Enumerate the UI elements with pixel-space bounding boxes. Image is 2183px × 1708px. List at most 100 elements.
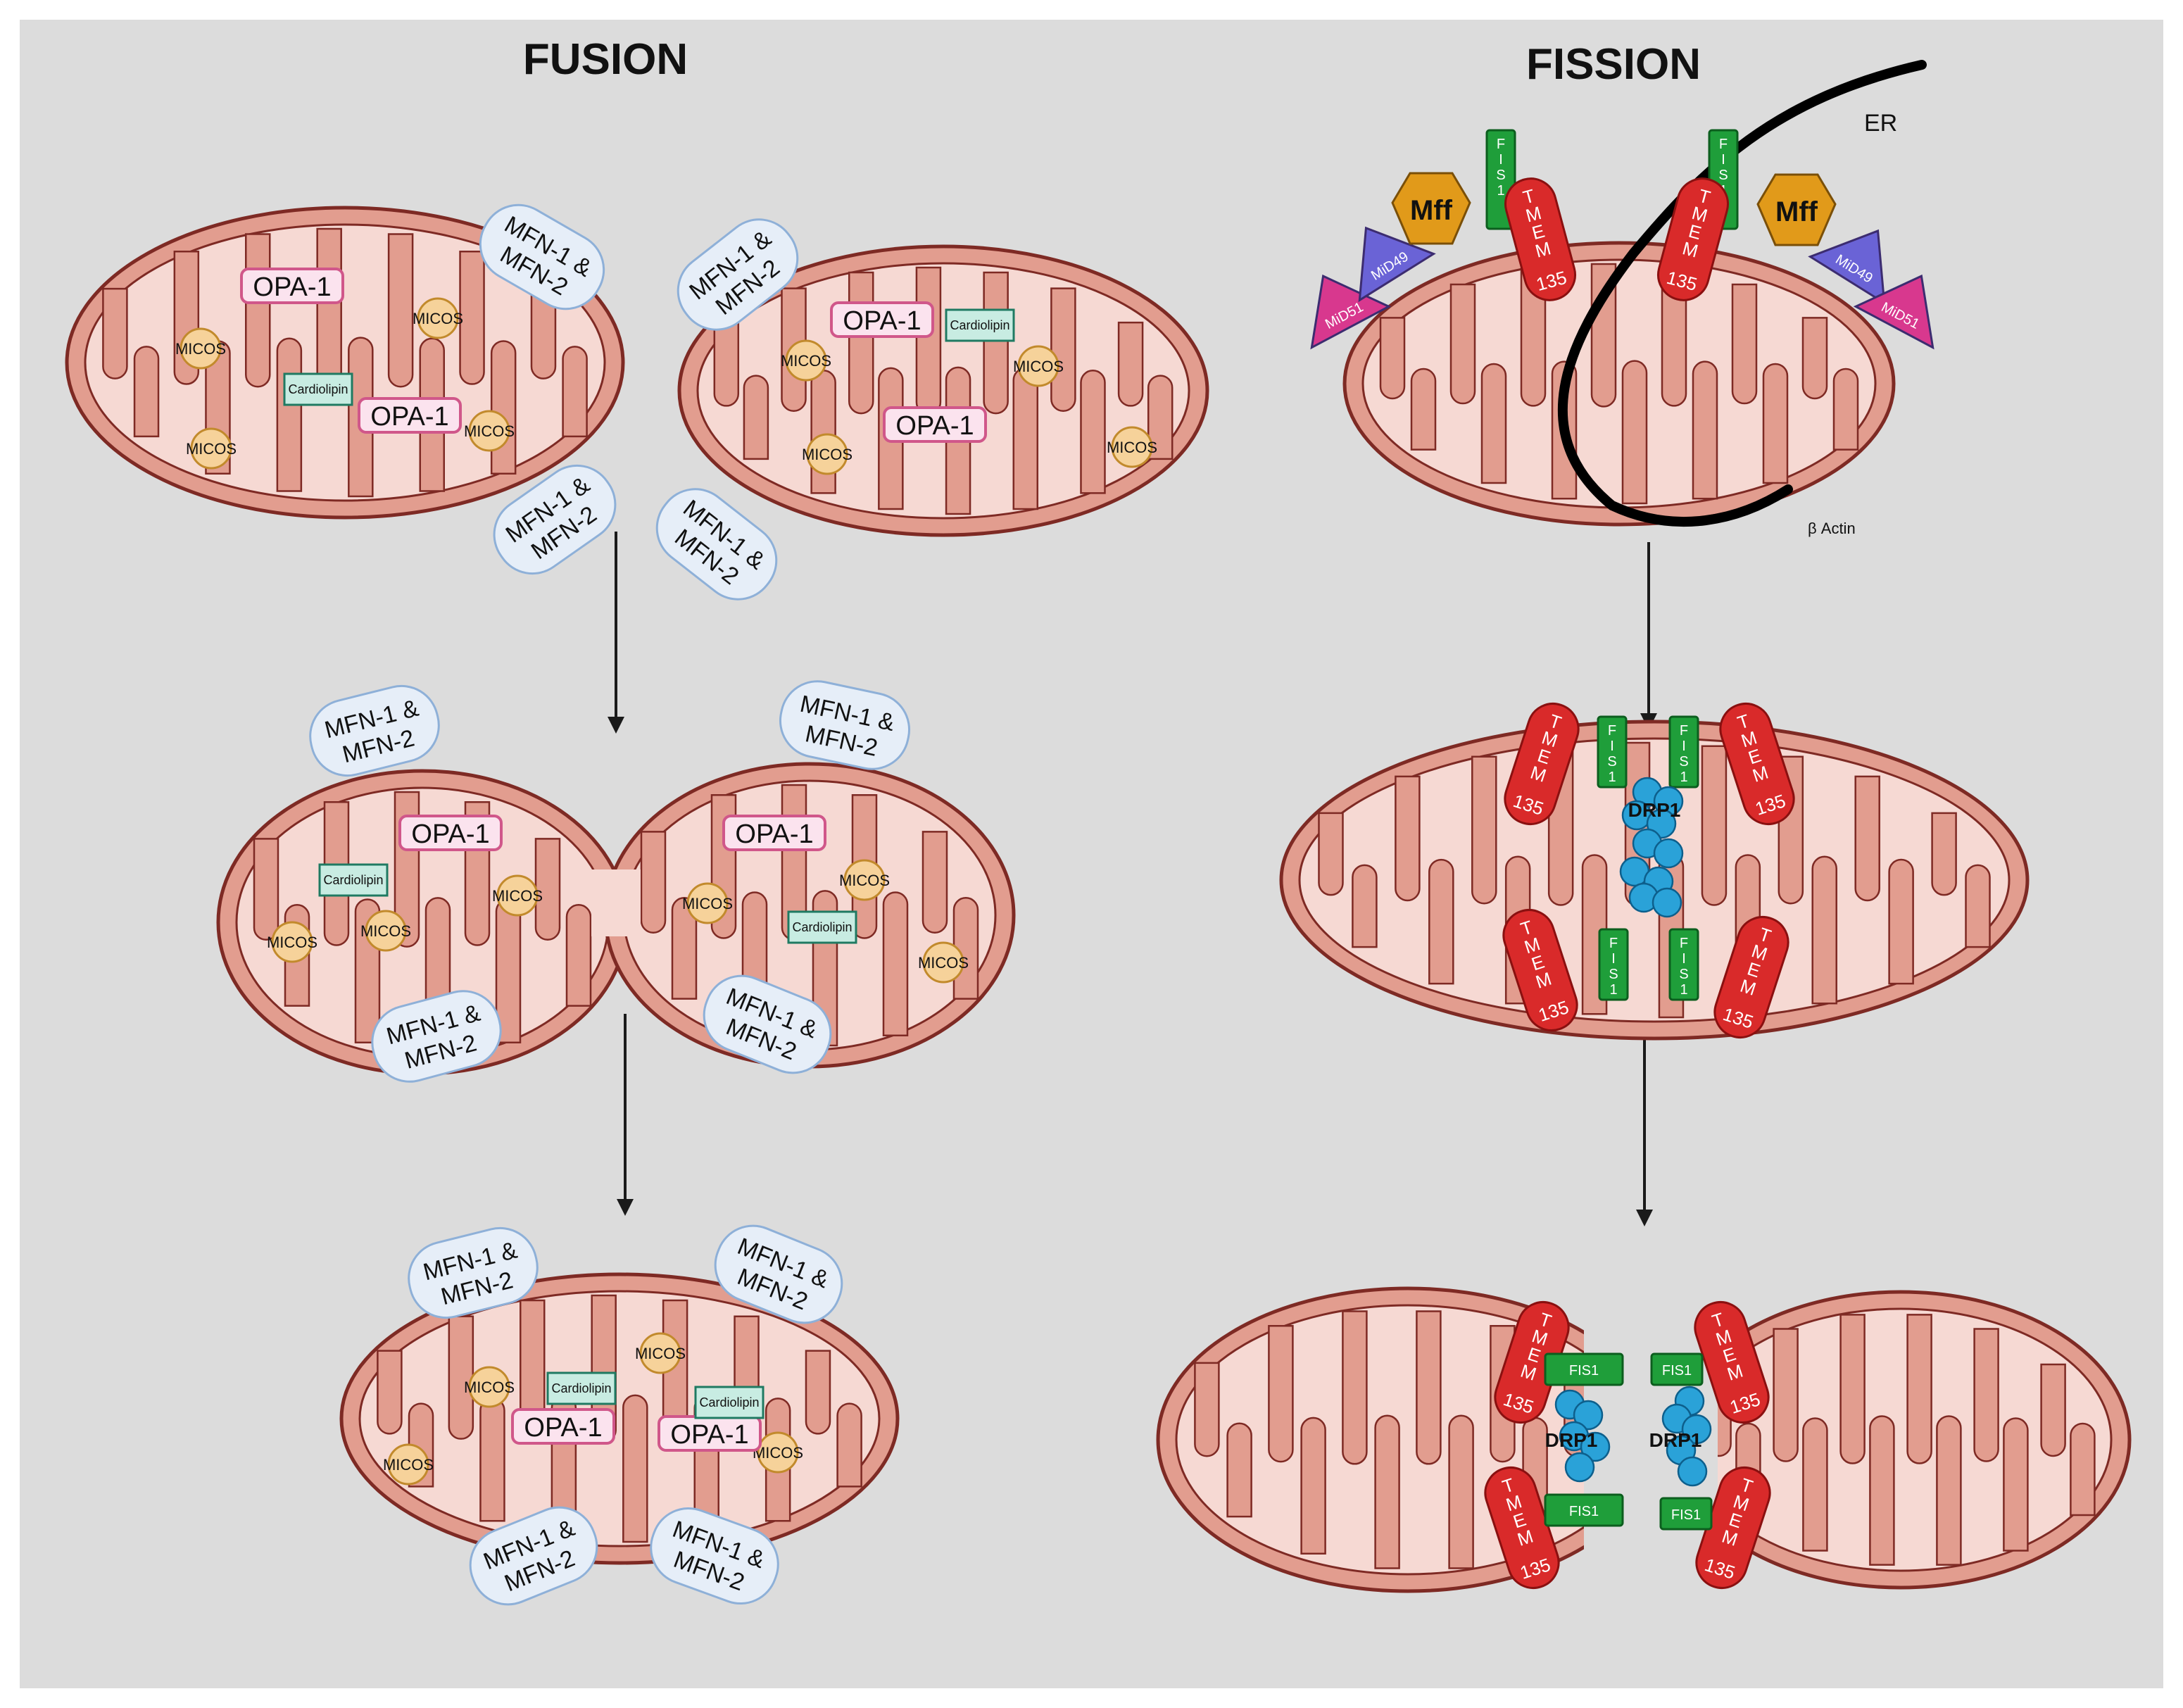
tmem-pill: [1719, 703, 1795, 825]
mff-shape: [1391, 172, 1471, 245]
crista: [1395, 775, 1421, 902]
crista: [1802, 1417, 1828, 1552]
opa1-box: OPA-1: [658, 1415, 762, 1452]
cardiolipin-label: Cardiolipin: [551, 1381, 611, 1395]
fis1-letter: 1: [1609, 982, 1617, 998]
micos-complex: MICOS: [464, 1366, 515, 1408]
micos-circle: [785, 339, 827, 382]
fis1-letter: I: [1721, 152, 1725, 168]
drp1-bead: [1564, 1452, 1595, 1483]
crista: [479, 1398, 505, 1522]
mfn-protein: MFN-1 &MFN-2: [714, 1224, 843, 1324]
micos-complex: MICOS: [267, 921, 317, 963]
fis1-letter: I: [1610, 739, 1614, 754]
mfn-protein: MFN-1 &MFN-2: [650, 1507, 779, 1605]
mfn-pill: [371, 990, 502, 1083]
crista: [2003, 1417, 2029, 1552]
fis1-letter: S: [1609, 967, 1618, 982]
crista: [1621, 360, 1648, 505]
crista: [1117, 321, 1144, 407]
crista: [713, 321, 740, 407]
opa1-label: OPA-1: [253, 272, 331, 302]
crista: [1416, 1310, 1442, 1465]
crista: [530, 287, 557, 379]
fis1-letter: I: [1611, 951, 1616, 967]
cardiolipin-label: Cardiolipin: [950, 318, 1009, 332]
cardiolipin-label: Cardiolipin: [699, 1395, 759, 1409]
micos-label: MICOS: [635, 1345, 686, 1362]
micos-circle: [271, 921, 313, 963]
crista: [1352, 864, 1378, 948]
crista: [805, 1350, 831, 1435]
crista: [2040, 1363, 2066, 1457]
micos-circle: [922, 941, 964, 984]
fis1-letter: S: [1679, 754, 1688, 770]
crista: [1448, 1414, 1474, 1569]
mfn-pill: [779, 680, 911, 770]
fis1-rect: [1659, 1497, 1713, 1531]
fis1-rect: [1597, 715, 1628, 789]
inner-membrane: [1361, 258, 1877, 509]
crista: [1471, 755, 1497, 905]
fis1-rect: [1650, 1352, 1704, 1386]
opa1-label: OPA-1: [843, 306, 921, 336]
micos-complex: MICOS: [1107, 426, 1157, 468]
cardiolipin-box: Cardiolipin: [318, 863, 389, 897]
crista: [253, 838, 279, 941]
fission-mitochondrion-top: [1342, 241, 1896, 527]
crista: [983, 271, 1009, 415]
micos-label: MICOS: [267, 934, 317, 951]
micos-circle: [843, 859, 886, 901]
fis1-rect: [1598, 928, 1629, 1001]
crista: [1318, 812, 1344, 896]
crista: [1147, 375, 1174, 460]
micos-circle: [468, 1366, 510, 1408]
fis1-protein: FIS1: [1544, 1352, 1624, 1386]
crista: [1936, 1415, 1962, 1566]
crista: [1379, 317, 1406, 400]
mfn-protein: MFN-1 &MFN-2: [655, 488, 778, 601]
micos-label: MICOS: [186, 440, 237, 458]
fis1-label: FIS1: [1671, 1507, 1701, 1523]
micos-label: MICOS: [753, 1444, 803, 1462]
fis1-letter: I: [1499, 152, 1503, 168]
crista: [1342, 1310, 1368, 1465]
crista: [1374, 1414, 1400, 1569]
drp1-bead: [1573, 1400, 1604, 1431]
micos-complex: MICOS: [802, 433, 853, 475]
cardiolipin-label: Cardiolipin: [792, 920, 852, 934]
drp1-cluster-icon: [1619, 777, 1684, 918]
crista: [1762, 363, 1789, 484]
crista: [1480, 363, 1507, 484]
opa1-box: OPA-1: [511, 1408, 615, 1445]
micos-complex: MICOS: [186, 427, 237, 470]
crista: [1268, 1325, 1294, 1463]
micos-circle: [686, 882, 729, 924]
crista: [1050, 287, 1076, 412]
cardiolipin-label: Cardiolipin: [323, 873, 383, 887]
inner-membrane: [358, 1290, 881, 1547]
mfn-protein: MFN-1 &MFN-2: [779, 680, 911, 770]
tmem-pill: [1694, 1301, 1770, 1424]
fis1-letter: 1: [1680, 982, 1687, 998]
opa1-label: OPA-1: [895, 411, 974, 441]
crista: [276, 337, 303, 492]
mid49-protein-shape: [1358, 226, 1436, 303]
crista: [1973, 1328, 1999, 1462]
crista: [565, 904, 592, 1007]
crista: [1869, 1415, 1895, 1566]
fission-title: FISSION: [1526, 40, 1701, 89]
micos-label: MICOS: [464, 422, 515, 440]
fis1-protein: FIS1: [1544, 1493, 1624, 1527]
micos-label: MICOS: [383, 1456, 434, 1474]
cardiolipin-box: Cardiolipin: [787, 910, 857, 944]
micos-label: MICOS: [682, 895, 733, 912]
